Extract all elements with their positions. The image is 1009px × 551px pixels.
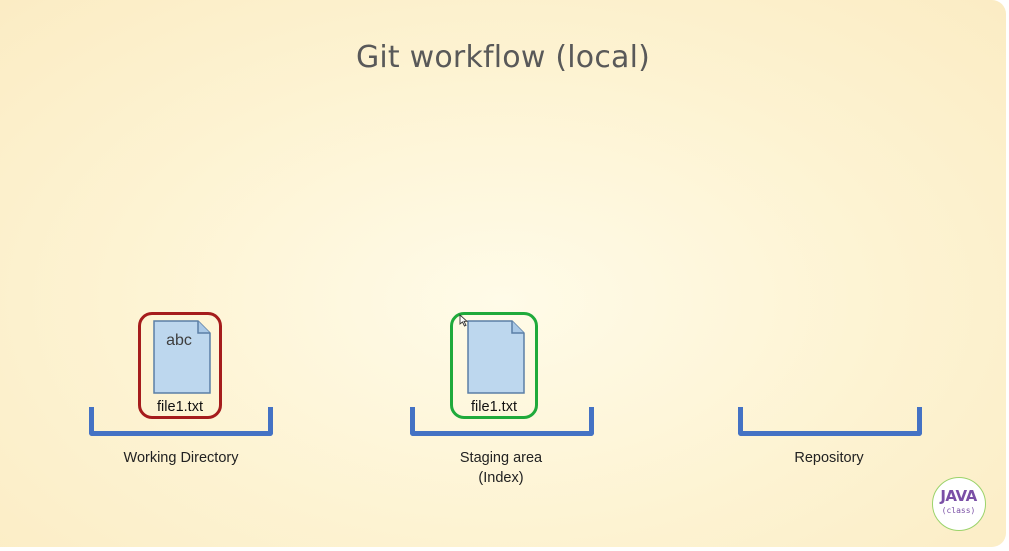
- java-class-logo: JAVA (class): [932, 477, 986, 531]
- staging-area-label-line1: Staging area: [459, 450, 543, 466]
- staged-file-name: file1.txt: [471, 399, 517, 415]
- mouse-pointer-icon: [459, 314, 468, 327]
- working-directory-bucket: [89, 407, 273, 436]
- working-file-document-icon: [153, 320, 211, 394]
- logo-main-text: JAVA: [940, 487, 977, 505]
- repository-bucket: [738, 407, 922, 436]
- logo-sub-text: (class): [941, 506, 976, 515]
- working-directory-label: Working Directory: [123, 450, 239, 466]
- repository-label: Repository: [794, 450, 864, 466]
- working-file-content: abc: [166, 332, 192, 349]
- staging-area-bucket: [410, 407, 594, 436]
- working-file-frame: [138, 312, 222, 419]
- staging-area-label-line2: (Index): [478, 470, 524, 486]
- working-file-name: file1.txt: [157, 399, 203, 415]
- staged-file-document-icon: [467, 320, 525, 394]
- staged-file-frame: [450, 312, 538, 419]
- slide-title: Git workflow (local): [355, 40, 651, 75]
